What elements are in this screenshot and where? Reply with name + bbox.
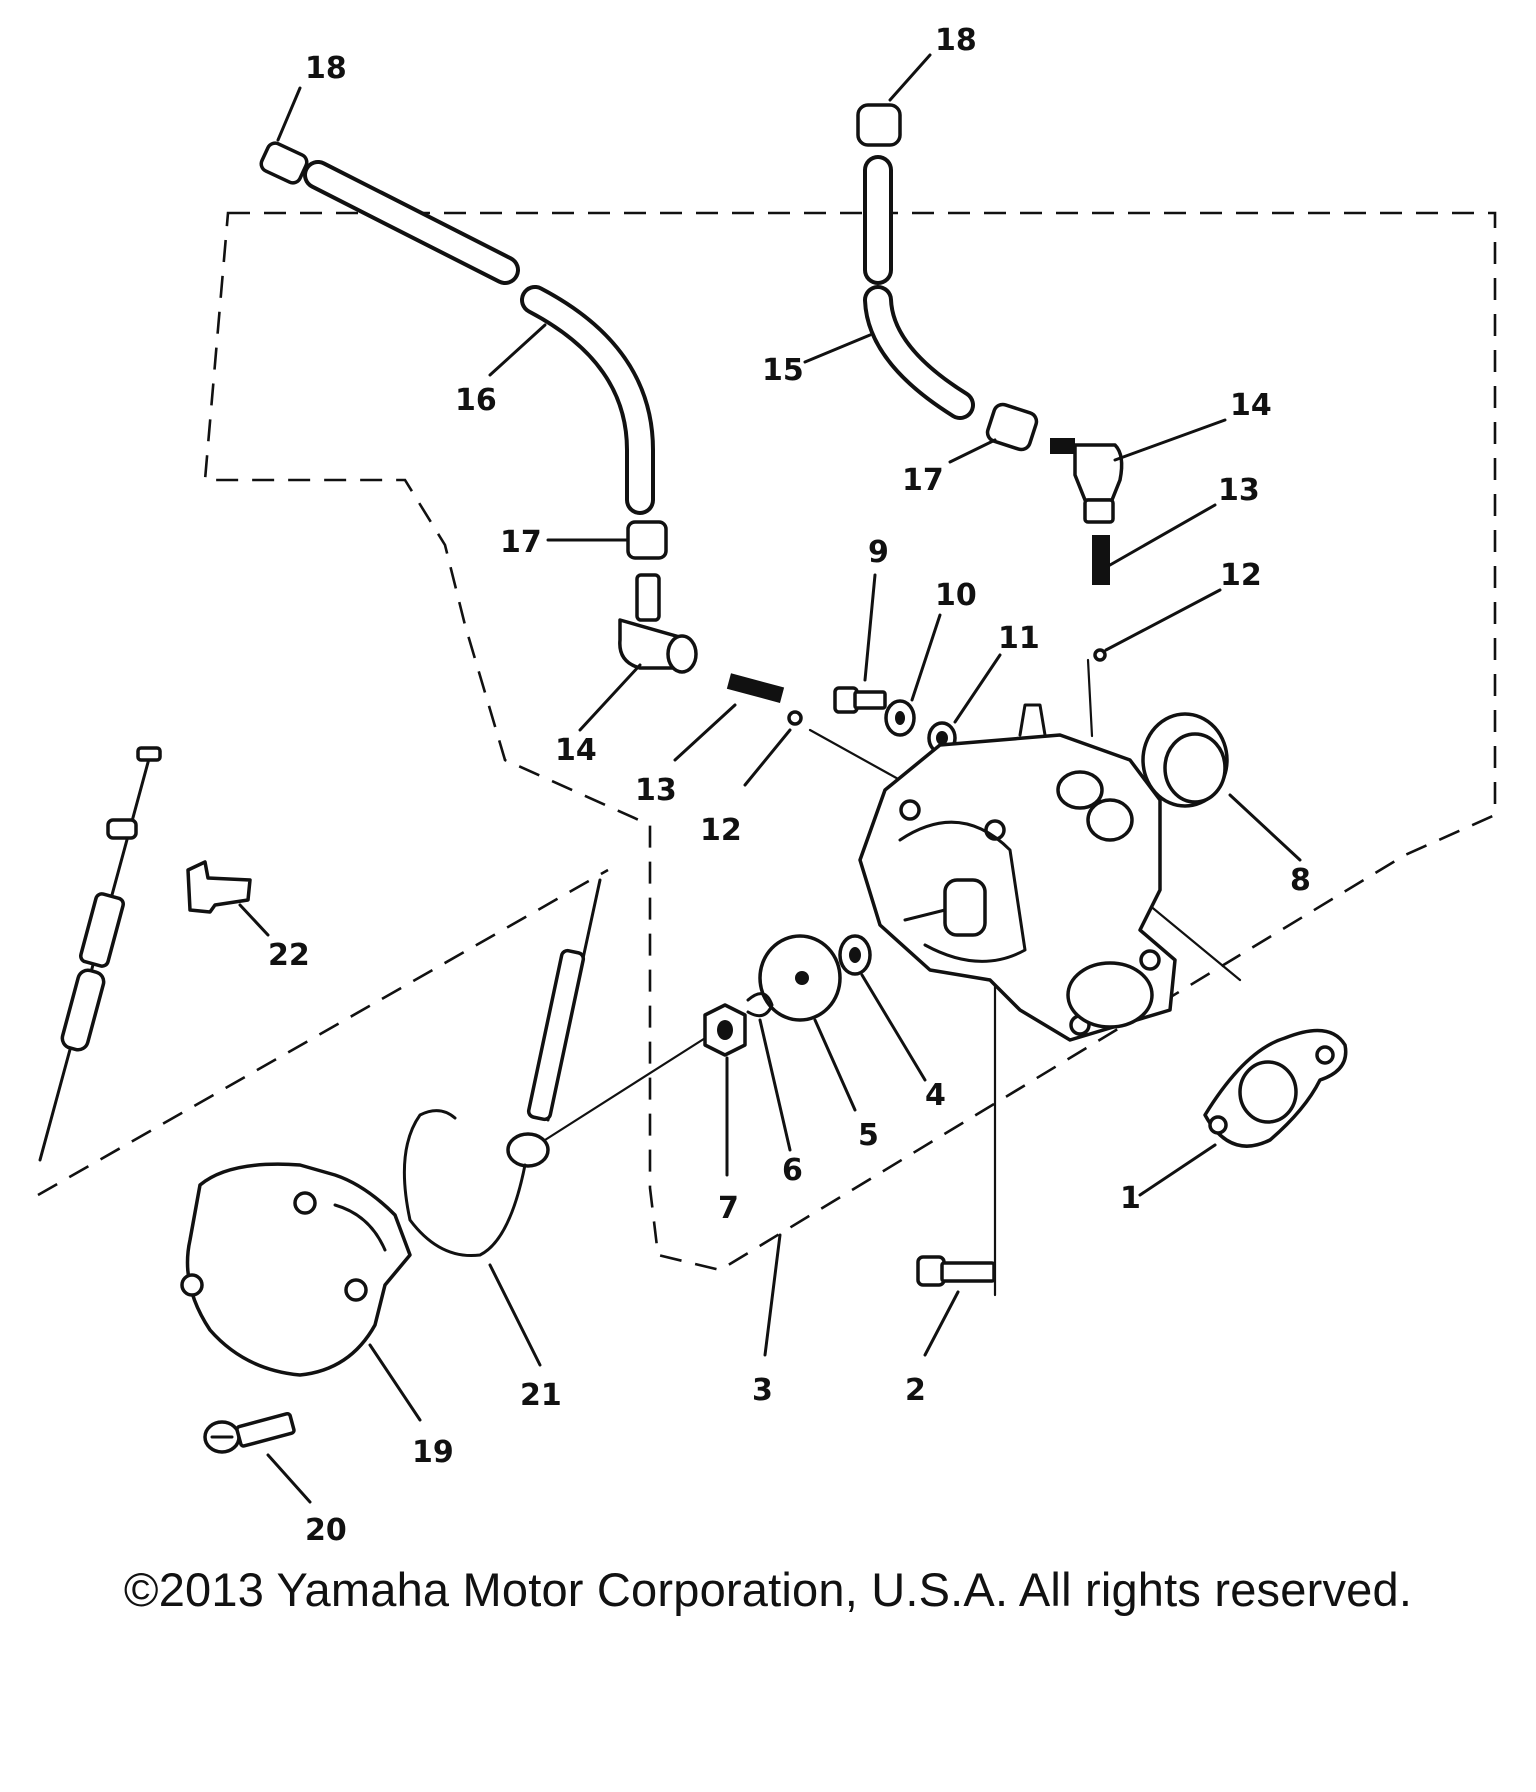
callout-13-right: 13 [1218,473,1260,508]
part-18-cap-left: 18 [259,51,347,185]
throttle-cable-left [38,746,162,1162]
callout-18-right: 18 [935,23,977,58]
callout-20: 20 [305,1513,347,1548]
callout-17-right: 17 [902,463,944,498]
part-11-oring: 11 [927,621,1040,755]
callout-22: 22 [268,938,310,973]
callout-8: 8 [1290,863,1311,898]
part-1-gasket: 1 [1120,1028,1348,1216]
copyright-notice: ©2013 Yamaha Motor Corporation, U.S.A. A… [123,1563,1413,1616]
callout-11: 11 [998,621,1040,656]
callout-16: 16 [455,383,497,418]
part-3-housing-label: 3 [752,1233,782,1408]
callout-3: 3 [752,1373,773,1408]
callout-12-right: 12 [1220,558,1262,593]
part-12-ball-left: 12 [700,710,803,848]
part-13-spring-right: 13 [1092,473,1260,585]
part-7-nut: 7 [703,1003,747,1226]
part-2-bolt: 2 [905,1255,996,1408]
callout-1: 1 [1120,1181,1141,1216]
part-4-seal: 4 [838,934,946,1113]
callout-19: 19 [412,1435,454,1470]
part-21-oil-cable: 21 [402,878,602,1413]
part-18-cap-right: 18 [856,23,977,147]
callout-12-left: 12 [700,813,742,848]
callout-5: 5 [858,1118,879,1153]
callout-9: 9 [868,535,889,570]
part-14-elbow-left: 14 [555,573,698,768]
callout-7: 7 [718,1191,739,1226]
callout-15: 15 [762,353,804,388]
part-15-hose-right: 15 [762,155,975,420]
pump-housing [858,703,1177,1042]
part-22-bracket: 22 [186,860,310,973]
callout-14-right: 14 [1230,388,1272,423]
part-17-clamp-left: 17 [500,520,668,560]
part-9-bolt: 9 [833,535,889,714]
callout-4: 4 [925,1078,946,1113]
assembly-boundary-dashed [37,211,1497,1272]
callout-6: 6 [782,1153,803,1188]
part-8-oil-seal: 8 [1141,712,1311,898]
callout-14-left: 14 [555,733,597,768]
part-19-cover: 19 [180,1162,454,1470]
callout-18-left: 18 [305,51,347,86]
callout-2: 2 [905,1373,926,1408]
exploded-parts-diagram: 18 16 17 14 13 12 18 [37,23,1497,1548]
part-14-elbow-right: 14 [1050,388,1272,524]
part-6-clip: 6 [746,992,803,1188]
part-16-hose-left: 16 [303,160,655,515]
part-5-plate: 5 [758,934,879,1153]
part-13-spring-left: 13 [635,673,785,808]
callout-13-left: 13 [635,773,677,808]
part-17-clamp-right: 17 [902,402,1039,498]
part-10-washer: 10 [884,578,977,737]
callout-17-left: 17 [500,525,542,560]
callout-21: 21 [520,1378,562,1413]
part-20-screw: 20 [203,1412,347,1548]
part-12-ball-right: 12 [1093,558,1262,662]
callout-10: 10 [935,578,977,613]
